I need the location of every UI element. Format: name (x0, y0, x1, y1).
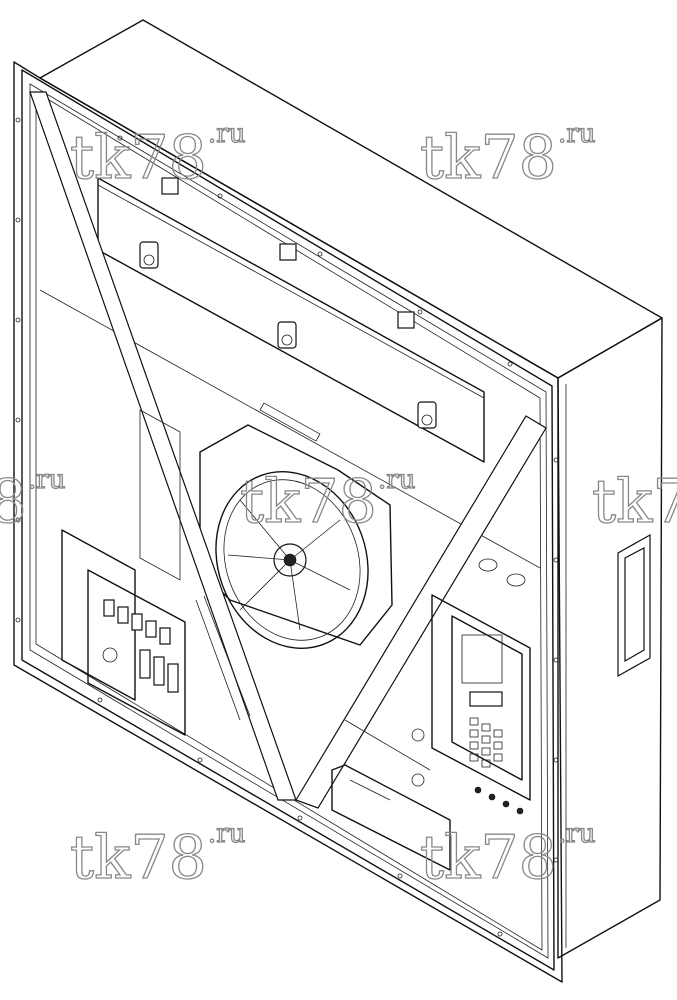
watermark-sup: .ru (28, 465, 65, 495)
control-panel (431, 558, 531, 815)
bolt-bracket-icon (139, 177, 437, 429)
watermark-sup: .ru (558, 119, 595, 149)
frame-bolts (15, 117, 559, 937)
watermark-text: tk78 (70, 823, 207, 893)
watermark-sup: .ru (378, 465, 415, 495)
diagonal-braces (29, 91, 547, 809)
left-component-assembly (61, 409, 251, 736)
handle-icon (617, 533, 651, 678)
front-frame (13, 61, 563, 983)
keypad-icon (469, 717, 503, 768)
upper-cover-panel (39, 177, 541, 569)
watermark-sup: .ru (208, 819, 245, 849)
watermark-text: tk78 (420, 823, 557, 893)
watermark-text: tk78 (420, 123, 557, 193)
watermark-text: tk78 (240, 467, 377, 537)
watermark-sup: .ru (208, 119, 245, 149)
watermark-text: tk78 (592, 467, 677, 537)
watermark-text: tk78 (70, 123, 207, 193)
watermarks: tk78 .ru tk78 .ru tk78 .ru tk78 .ru tk78… (0, 118, 677, 893)
watermark-text: tk78 (0, 467, 27, 537)
lower-box (331, 719, 451, 871)
watermark-sup: .ru (558, 819, 595, 849)
